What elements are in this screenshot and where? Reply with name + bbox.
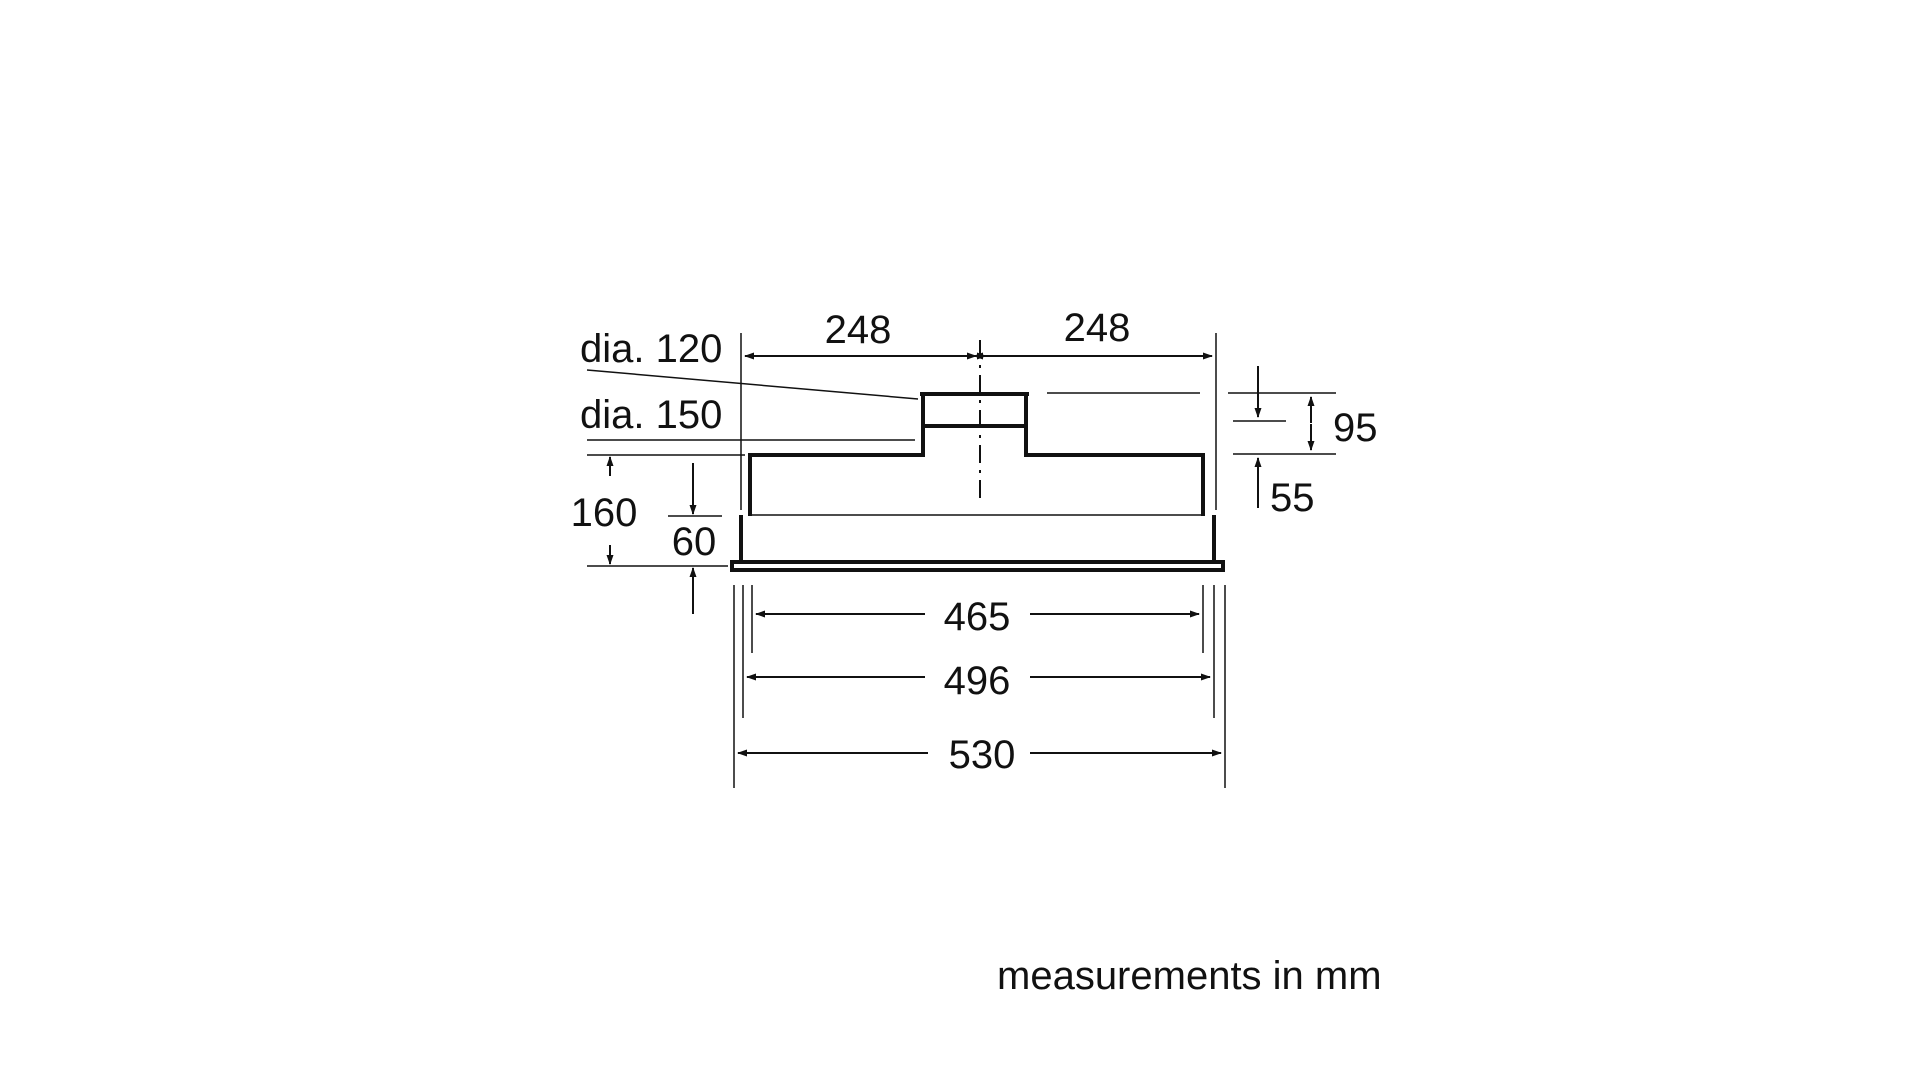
lower-height-label: 60 [672, 520, 717, 564]
diameter-callouts: dia. 120 dia. 150 [580, 327, 919, 441]
left-height-dimensions: 160 60 [571, 454, 745, 614]
body-offset-label: 55 [1270, 476, 1315, 520]
width-dimensions: 465 496 530 [733, 585, 1226, 788]
total-height-label: 160 [571, 491, 638, 535]
right-height-dimensions: 95 55 [1047, 366, 1378, 520]
collar-height-label: 95 [1333, 406, 1378, 450]
inner-width-label: 465 [944, 595, 1011, 639]
units-note: measurements in mm [997, 954, 1382, 998]
inner-diameter-label: dia. 120 [580, 327, 722, 371]
duct-offset-left-label: 248 [825, 308, 892, 352]
total-width-label: 530 [949, 733, 1016, 777]
duct-offset-right-label: 248 [1064, 306, 1131, 350]
outer-diameter-label: dia. 150 [580, 393, 722, 437]
hood-outline [730, 392, 1225, 572]
top-dimension: 248 248 [740, 306, 1217, 510]
body-width-label: 496 [944, 659, 1011, 703]
